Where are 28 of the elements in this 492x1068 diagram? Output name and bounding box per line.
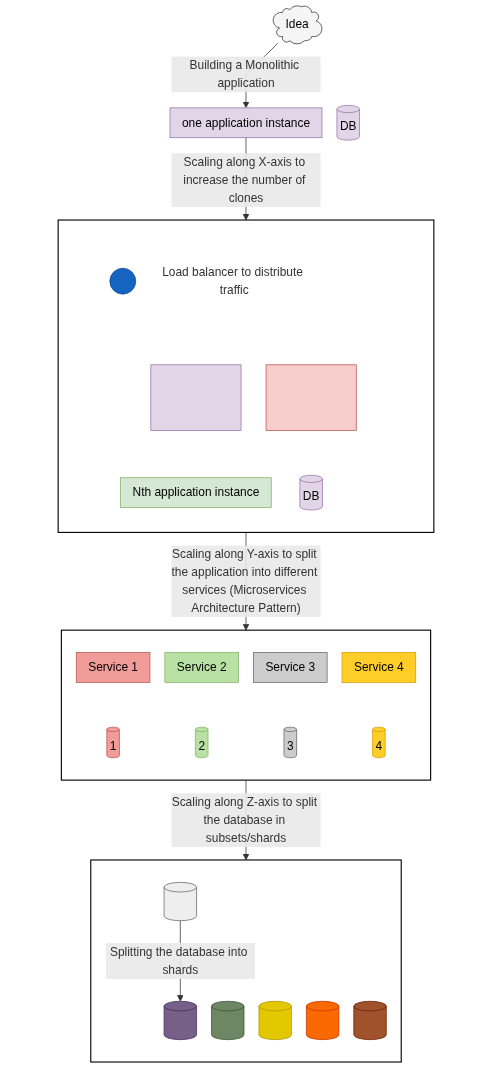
node-box: Service 2	[164, 652, 239, 683]
edge-label: Building a Monolithic application	[189, 58, 300, 90]
node-box: Service 1	[75, 652, 151, 683]
node-box: one application instance	[169, 107, 323, 139]
edge-label: Scaling along Z-axis to split the database in subsets/shards	[171, 795, 318, 844]
cluster	[60, 629, 432, 781]
node-box	[265, 364, 357, 431]
node-box: Service 3	[253, 652, 328, 683]
node-text: 3	[286, 739, 294, 753]
node-cylinder	[353, 1000, 387, 1040]
node-cylinder	[306, 1000, 340, 1040]
node-circle	[109, 267, 137, 295]
node-box: Nth application instance	[120, 477, 272, 508]
edge-label: Scaling along X-axis to increase the number of clones	[183, 155, 306, 204]
node-cylinder	[163, 1000, 197, 1040]
node-cylinder	[211, 1000, 245, 1040]
node-label: Load balancer to distribute traffic	[162, 265, 303, 297]
cluster	[90, 859, 402, 1063]
node-text: 2	[198, 739, 206, 753]
edge-label: Scaling along Y-axis to split the application into different services (Microservices Architecture Pattern)	[171, 547, 318, 615]
node-box: Service 4	[341, 652, 417, 683]
node-box	[150, 364, 242, 431]
node-cylinder	[163, 882, 197, 922]
cluster	[57, 219, 435, 533]
node-text: 1	[109, 739, 117, 753]
edge-label: Splitting the database into shards	[109, 945, 248, 976]
node-text: 4	[375, 739, 383, 753]
node-cylinder	[258, 1000, 292, 1040]
